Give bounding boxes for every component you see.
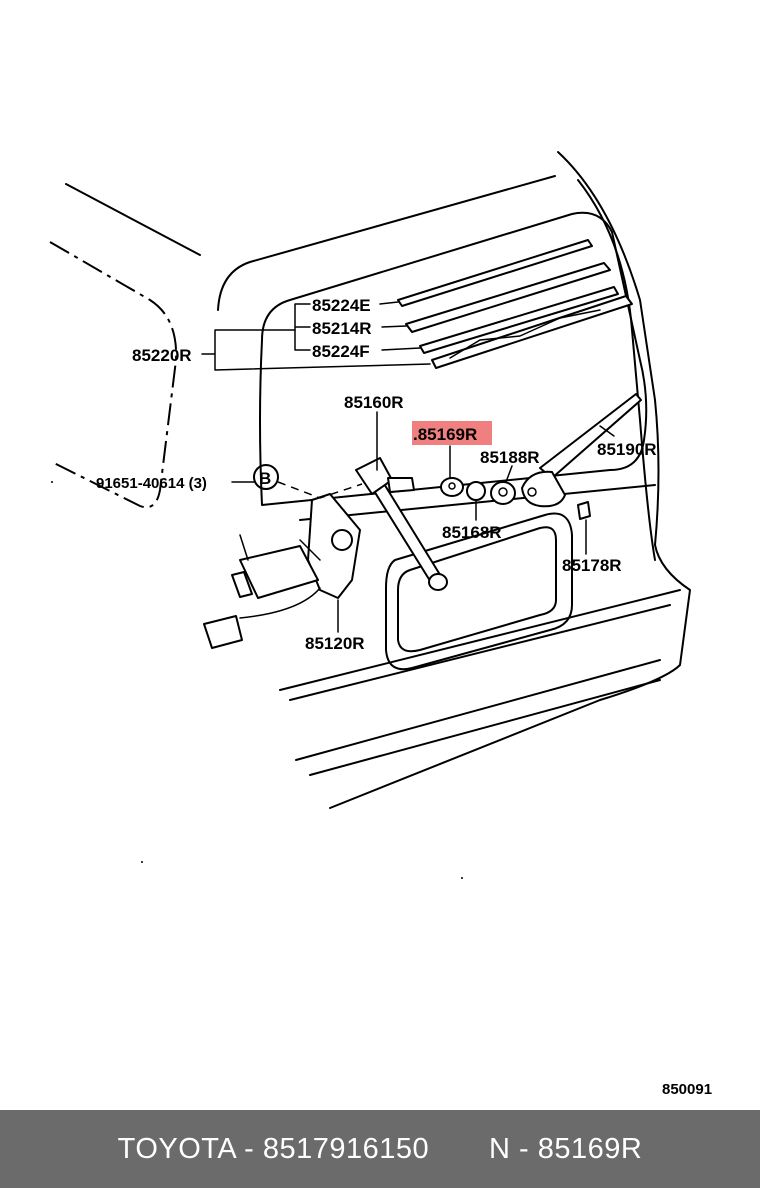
- leader-bracket: [294, 303, 311, 351]
- connector: [203, 615, 243, 649]
- footer-bar: TOYOTA - 8517916150 N - 85169R: [0, 1110, 760, 1188]
- leader-85188R: [505, 465, 513, 483]
- stray-dot: [461, 877, 463, 879]
- nut-85168R: [466, 481, 486, 501]
- label-85168R[interactable]: 85168R: [442, 523, 502, 542]
- leader-85220R: [201, 329, 431, 371]
- wiper-arm-head: [521, 470, 566, 508]
- door-upper-panel-line: [299, 484, 656, 521]
- parts-diagram: B 85224E 85214R 85224F 85220R 85160R .85…: [49, 151, 712, 1098]
- molding-85224F: [419, 286, 619, 354]
- cap-85169R: [440, 477, 464, 497]
- motor-body: [239, 545, 319, 599]
- callout-b-circle: [253, 464, 279, 490]
- quarter-glass-outline: [49, 241, 178, 509]
- arm-pivot-hole: [527, 487, 537, 497]
- label-85214R[interactable]: 85214R: [312, 319, 372, 338]
- label-85190R[interactable]: 85190R: [597, 440, 657, 459]
- motor-wire: [239, 587, 321, 619]
- molding-85214R: [405, 262, 611, 333]
- callout-b-letter: B: [259, 469, 271, 488]
- cap-85169R-center: [448, 482, 456, 490]
- leader-85224F: [381, 347, 421, 351]
- stray-dot: [141, 861, 143, 863]
- label-91651-40614[interactable]: 91651-40614 (3): [96, 475, 207, 492]
- washer-85188R: [490, 481, 516, 505]
- label-85224F[interactable]: 85224F: [312, 342, 370, 361]
- back-door-right-edge: [329, 151, 691, 809]
- label-85160R[interactable]: 85160R: [344, 393, 404, 412]
- license-plate-outer: [385, 512, 573, 671]
- label-85178R[interactable]: 85178R: [562, 556, 622, 575]
- back-door-outline: [217, 175, 556, 311]
- highlight-85169R: [412, 421, 492, 445]
- door-lower-line-3: [295, 659, 661, 761]
- rear-window-outline: [259, 211, 648, 506]
- roof-edge-left: [65, 183, 201, 256]
- pivot-shaft: [387, 477, 415, 493]
- diagram-number: 850091: [662, 1081, 712, 1098]
- leader-b-dashed: [277, 481, 363, 499]
- label-85188R[interactable]: 85188R: [480, 448, 540, 467]
- motor-end: [231, 571, 253, 598]
- label-85220R[interactable]: 85220R: [132, 346, 192, 365]
- license-plate-recess: [397, 526, 557, 653]
- wiper-blade-frame: [449, 309, 601, 359]
- washer-85188R-center: [498, 487, 508, 497]
- leader-85214R: [381, 325, 407, 328]
- footer-part-text: TOYOTA - 8517916150 N - 85169R: [117, 1132, 643, 1165]
- molding-85224E: [397, 239, 593, 307]
- motor-bracket: [239, 534, 321, 561]
- nozzle-85178R: [577, 501, 591, 520]
- leader-85224E: [379, 301, 399, 305]
- link-end: [428, 573, 448, 591]
- label-85224E[interactable]: 85224E: [312, 296, 371, 315]
- door-lower-line-1: [279, 589, 681, 691]
- label-85169R[interactable]: .85169R: [413, 425, 477, 444]
- leader-85190R: [599, 425, 615, 437]
- wiper-arm-85190R: [539, 393, 642, 479]
- label-85120R[interactable]: 85120R: [305, 634, 365, 653]
- stray-dot: [51, 481, 53, 483]
- motor-gear: [331, 529, 353, 551]
- door-lower-line-2: [289, 604, 671, 701]
- door-lower-line-4: [309, 679, 661, 776]
